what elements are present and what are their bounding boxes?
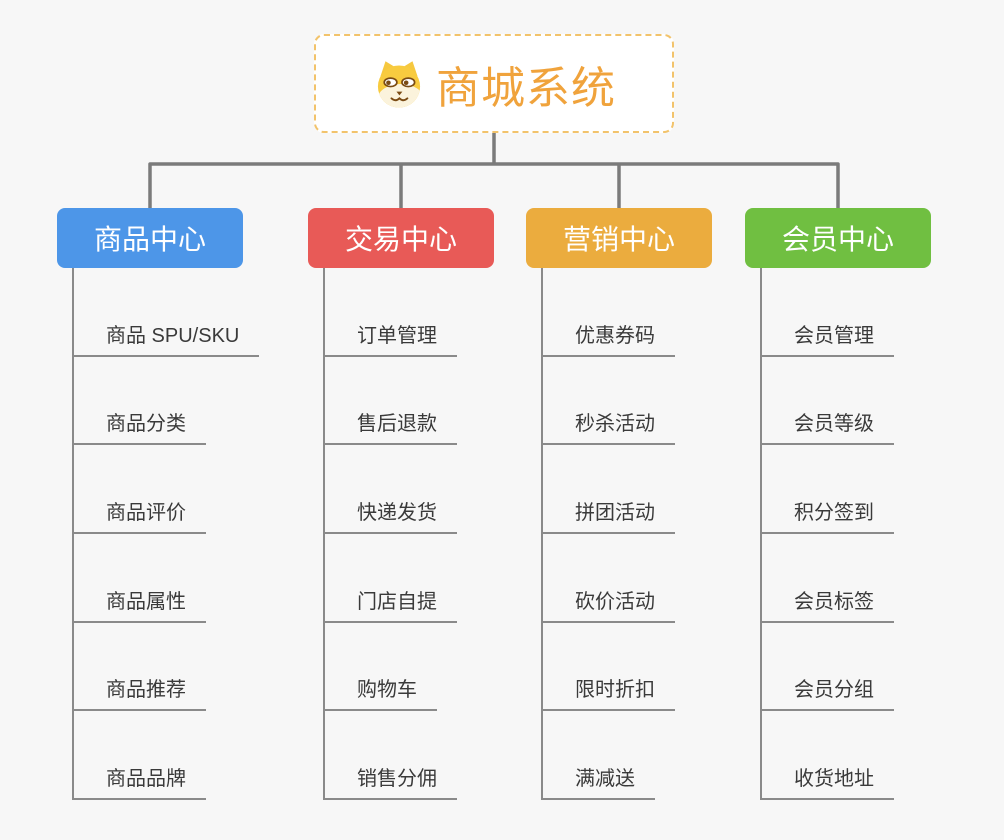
child-label: 商品属性 [74, 585, 206, 623]
child-node[interactable]: 商品属性 [74, 534, 206, 623]
child-label: 商品分类 [74, 407, 206, 446]
branch-node-product-center[interactable]: 商品中心 [57, 208, 243, 268]
child-label: 限时折扣 [543, 673, 675, 712]
child-label: 会员等级 [762, 407, 894, 446]
child-node[interactable]: 快递发货 [325, 445, 457, 535]
child-label: 秒杀活动 [543, 407, 675, 446]
doge-icon [372, 57, 426, 111]
child-label: 商品推荐 [74, 673, 206, 712]
child-label: 快递发货 [325, 496, 457, 535]
child-label: 优惠券码 [543, 319, 675, 357]
child-node[interactable]: 门店自提 [325, 534, 457, 623]
child-label: 商品品牌 [74, 762, 206, 801]
branch-label: 商品中心 [93, 224, 206, 255]
child-label: 销售分佣 [325, 762, 457, 801]
child-node[interactable]: 购物车 [325, 623, 437, 712]
child-node[interactable]: 满减送 [543, 711, 655, 801]
child-node[interactable]: 订单管理 [325, 268, 457, 357]
child-node[interactable]: 积分签到 [762, 445, 894, 535]
child-label: 收货地址 [762, 762, 894, 801]
child-node[interactable]: 商品评价 [74, 445, 206, 535]
child-node[interactable]: 商品分类 [74, 357, 206, 446]
child-label: 会员分组 [762, 673, 894, 712]
branch-node-marketing-center[interactable]: 营销中心 [526, 208, 712, 268]
child-node[interactable]: 秒杀活动 [543, 357, 675, 446]
branch-label: 会员中心 [781, 224, 894, 255]
branch-children-trade: 订单管理 售后退款 快递发货 门店自提 购物车 销售分佣 [323, 268, 457, 801]
child-node[interactable]: 商品推荐 [74, 623, 206, 712]
child-label: 商品 SPU/SKU [74, 319, 260, 357]
branch-label: 交易中心 [344, 224, 457, 255]
child-node[interactable]: 砍价活动 [543, 534, 675, 623]
child-node[interactable]: 优惠券码 [543, 268, 675, 357]
child-label: 会员管理 [762, 319, 894, 357]
child-node[interactable]: 拼团活动 [543, 445, 675, 535]
child-node[interactable]: 收货地址 [762, 711, 894, 801]
child-label: 商品评价 [74, 496, 206, 535]
child-label: 售后退款 [325, 407, 457, 446]
child-label: 拼团活动 [543, 496, 675, 535]
child-label: 会员标签 [762, 585, 894, 623]
child-node[interactable]: 商品 SPU/SKU [74, 268, 260, 357]
child-node[interactable]: 限时折扣 [543, 623, 675, 712]
child-node[interactable]: 会员分组 [762, 623, 894, 712]
branch-label: 营销中心 [562, 224, 675, 255]
root-node-mall-system[interactable]: 商城系统 [314, 34, 674, 133]
branch-node-trade-center[interactable]: 交易中心 [308, 208, 494, 268]
child-node[interactable]: 商品品牌 [74, 711, 206, 801]
branch-children-member: 会员管理 会员等级 积分签到 会员标签 会员分组 收货地址 [760, 268, 894, 801]
child-label: 门店自提 [325, 585, 457, 623]
child-label: 满减送 [543, 762, 655, 801]
child-node[interactable]: 会员标签 [762, 534, 894, 623]
child-label: 积分签到 [762, 496, 894, 535]
branch-children-product: 商品 SPU/SKU 商品分类 商品评价 商品属性 商品推荐 商品品牌 [72, 268, 260, 801]
branch-node-member-center[interactable]: 会员中心 [745, 208, 931, 268]
root-title: 商城系统 [436, 63, 616, 113]
child-label: 订单管理 [325, 319, 457, 357]
branch-children-marketing: 优惠券码 秒杀活动 拼团活动 砍价活动 限时折扣 满减送 [541, 268, 675, 801]
child-label: 砍价活动 [543, 585, 675, 623]
child-node[interactable]: 会员等级 [762, 357, 894, 446]
child-node[interactable]: 售后退款 [325, 357, 457, 446]
child-node[interactable]: 销售分佣 [325, 711, 457, 801]
child-node[interactable]: 会员管理 [762, 268, 894, 357]
child-label: 购物车 [325, 673, 437, 712]
